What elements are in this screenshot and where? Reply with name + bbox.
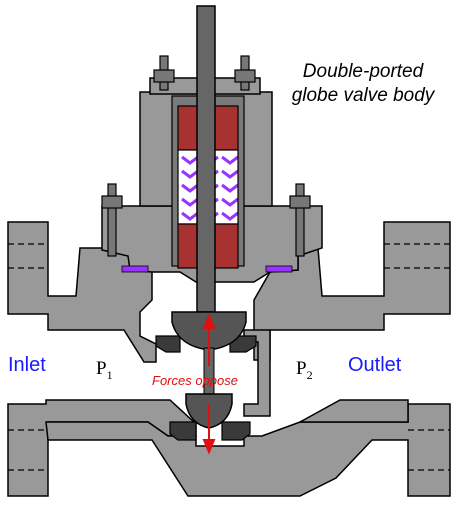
- valve-stem: [196, 5, 216, 313]
- gasket-left: [121, 265, 149, 273]
- title-line-2: globe valve body: [291, 85, 435, 106]
- upper-seat-ring: [155, 335, 257, 353]
- outlet-label: Outlet: [348, 354, 402, 376]
- pressure-p2-label: P2: [296, 358, 313, 382]
- lower-right-flange-top: [299, 399, 409, 423]
- pressure-p1-label: P1: [96, 358, 113, 382]
- title-line-1: Double-ported: [302, 61, 424, 82]
- gasket-right: [265, 265, 293, 273]
- flange-bolt-marks: [8, 243, 450, 471]
- forces-oppose-label: Forces oppose: [152, 373, 238, 388]
- diagram-title: Double-ported globe valve body: [270, 60, 456, 108]
- left-upper-body: [7, 221, 157, 363]
- force-arrows: [202, 313, 216, 455]
- lower-valve-body-bowl: [45, 403, 451, 497]
- bonnet-studs: [101, 55, 311, 257]
- inlet-label: Inlet: [8, 354, 46, 376]
- lower-seat-ring: [169, 421, 251, 441]
